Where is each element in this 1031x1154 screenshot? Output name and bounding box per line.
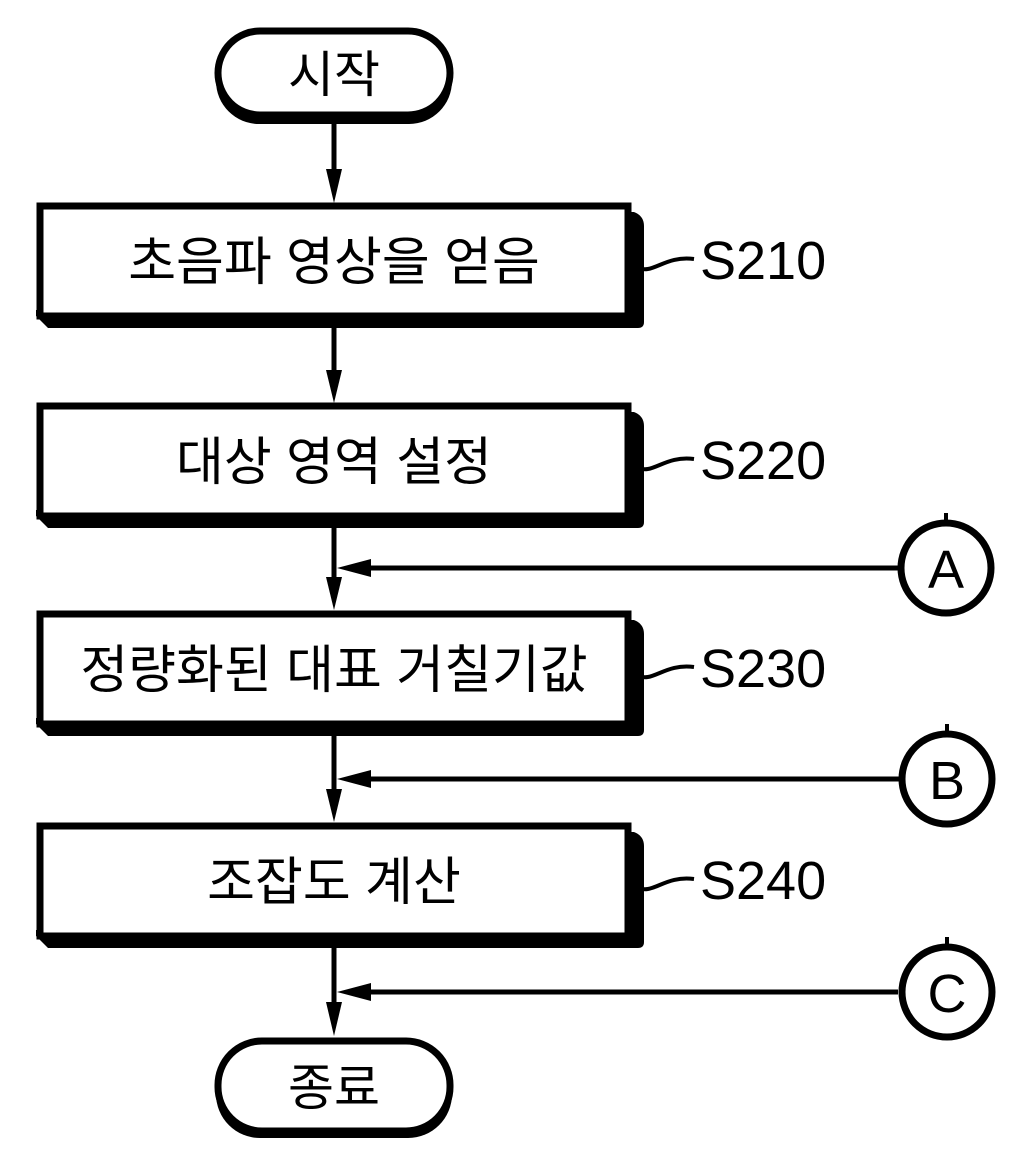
step1-tag: S210 <box>700 231 826 291</box>
start-terminal: 시작 <box>214 27 454 124</box>
end-terminal: 종료 <box>214 1037 454 1138</box>
circle-tick <box>945 724 949 732</box>
arrowhead-down-icon <box>326 169 342 203</box>
process-step-1: 초음파 영상을 얻음 <box>36 202 644 328</box>
step4-label: 조잡도 계산 <box>207 854 461 912</box>
tag-connector-line <box>635 664 695 680</box>
process-step-3: 정량화된 대표 거칠기값 <box>36 610 644 736</box>
flow-arrow-step2-to-step3 <box>326 516 342 610</box>
arrowhead-left-icon <box>337 770 371 788</box>
connector-a-label: A <box>928 540 964 600</box>
arrowhead-down-icon <box>326 577 342 610</box>
arrowhead-down-icon <box>326 1002 342 1036</box>
offpage-connector-c: C <box>337 937 996 1041</box>
connector-b-circle <box>898 730 996 828</box>
arrowhead-down-icon <box>326 370 342 403</box>
connector-c-label: C <box>928 964 967 1024</box>
circle-tick <box>944 513 948 521</box>
connector-c-circle <box>898 943 996 1041</box>
tag-connector-line <box>635 876 695 892</box>
arrowhead-left-icon <box>337 559 371 577</box>
step1-label: 초음파 영상을 얻음 <box>128 234 540 292</box>
arrowhead-down-icon <box>326 789 342 822</box>
process-box <box>36 822 632 940</box>
step-tag-s240: S240 <box>635 851 826 911</box>
process-box <box>36 202 632 320</box>
offpage-connector-b: B <box>337 724 996 828</box>
connector-a-circle <box>897 519 995 617</box>
start-label: 시작 <box>288 47 380 103</box>
tag-connector-line <box>635 256 695 272</box>
offpage-connector-a: A <box>337 513 995 617</box>
flow-arrow-step3-to-step4 <box>326 724 342 822</box>
arrowhead-left-icon <box>337 983 371 1001</box>
end-label: 종료 <box>288 1060 380 1116</box>
step-tag-s220: S220 <box>635 431 826 491</box>
circle-tick <box>945 937 949 945</box>
end-terminal-shape <box>214 1037 454 1135</box>
flow-arrow-step4-to-end <box>326 936 342 1036</box>
process-step-4: 조잡도 계산 <box>36 822 644 948</box>
flow-arrow-step1-to-step2 <box>326 316 342 403</box>
process-step-2: 대상 영역 설정 <box>36 402 644 528</box>
tag-connector-line <box>635 456 695 472</box>
connector-b-label: B <box>929 751 965 811</box>
step4-tag: S240 <box>700 851 826 911</box>
step-tag-s210: S210 <box>635 231 826 291</box>
step3-label: 정량화된 대표 거칠기값 <box>80 642 587 700</box>
step2-tag: S220 <box>700 431 826 491</box>
step-tag-s230: S230 <box>635 639 826 699</box>
flow-arrow-start-to-step1 <box>326 116 342 203</box>
step3-tag: S230 <box>700 639 826 699</box>
step2-label: 대상 영역 설정 <box>176 434 492 492</box>
start-terminal-shape <box>214 27 454 119</box>
